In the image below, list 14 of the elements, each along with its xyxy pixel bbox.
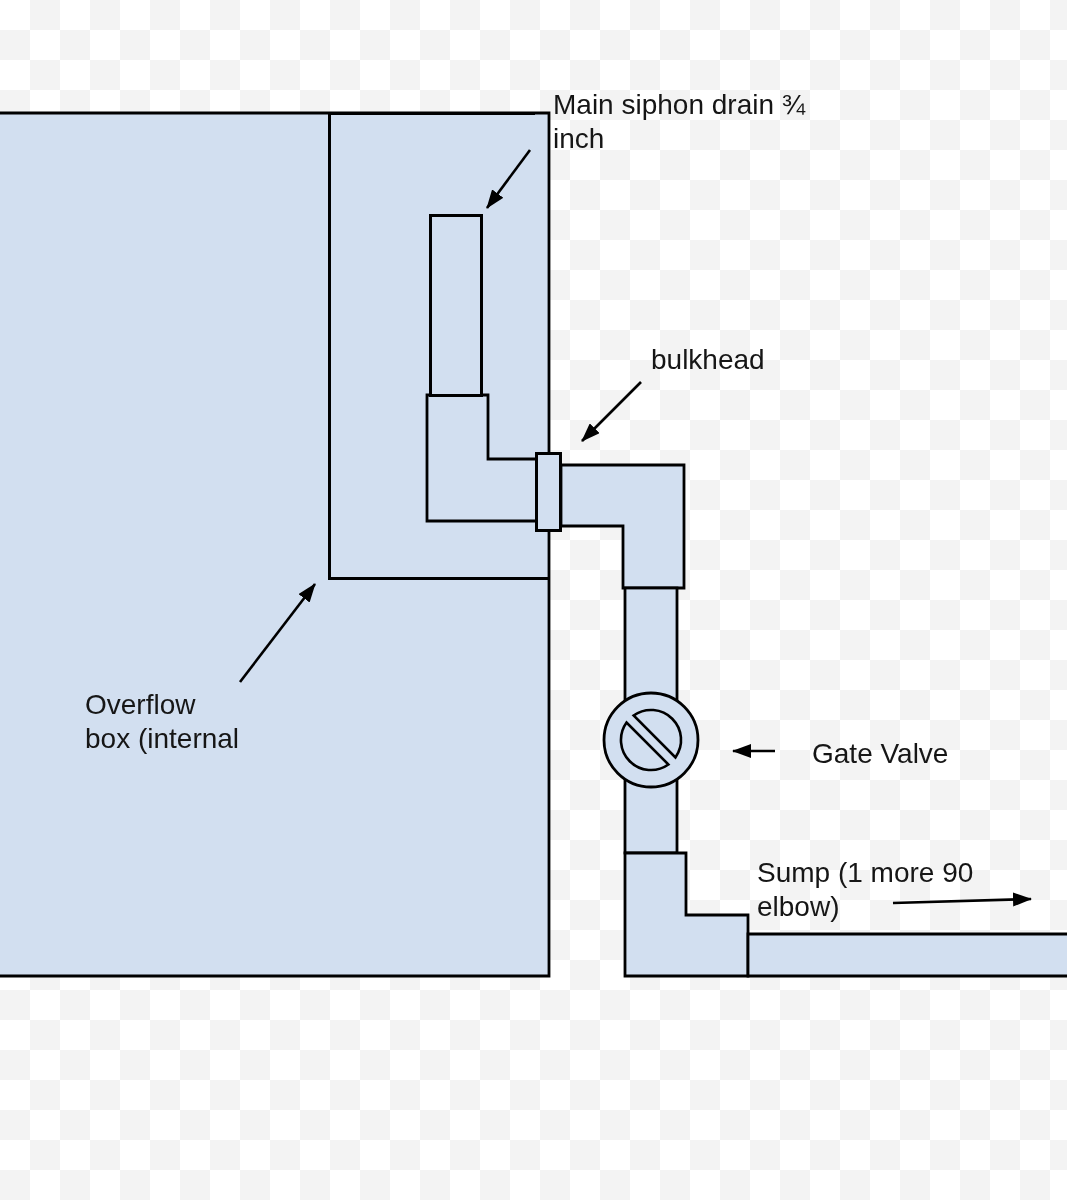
leader-arrow <box>732 744 775 758</box>
bulkhead-fitting <box>535 452 562 532</box>
leader-arrow <box>238 583 317 683</box>
leader-arrow <box>581 381 642 442</box>
flow-arrow <box>892 892 1032 907</box>
gate-valve-symbol <box>602 691 700 789</box>
annotation-label: Gate Valve <box>812 737 949 771</box>
overflow-chamber <box>328 112 535 580</box>
annotation-label: Sump (1 more 90 elbow) <box>757 856 1005 924</box>
annotation-label: bulkhead <box>651 343 765 377</box>
leader-arrow <box>485 149 532 209</box>
standpipe <box>429 214 483 397</box>
annotation-label: Main siphon drain ¾ inch <box>553 88 813 156</box>
annotation-label: Overflow box (internal <box>85 688 243 756</box>
